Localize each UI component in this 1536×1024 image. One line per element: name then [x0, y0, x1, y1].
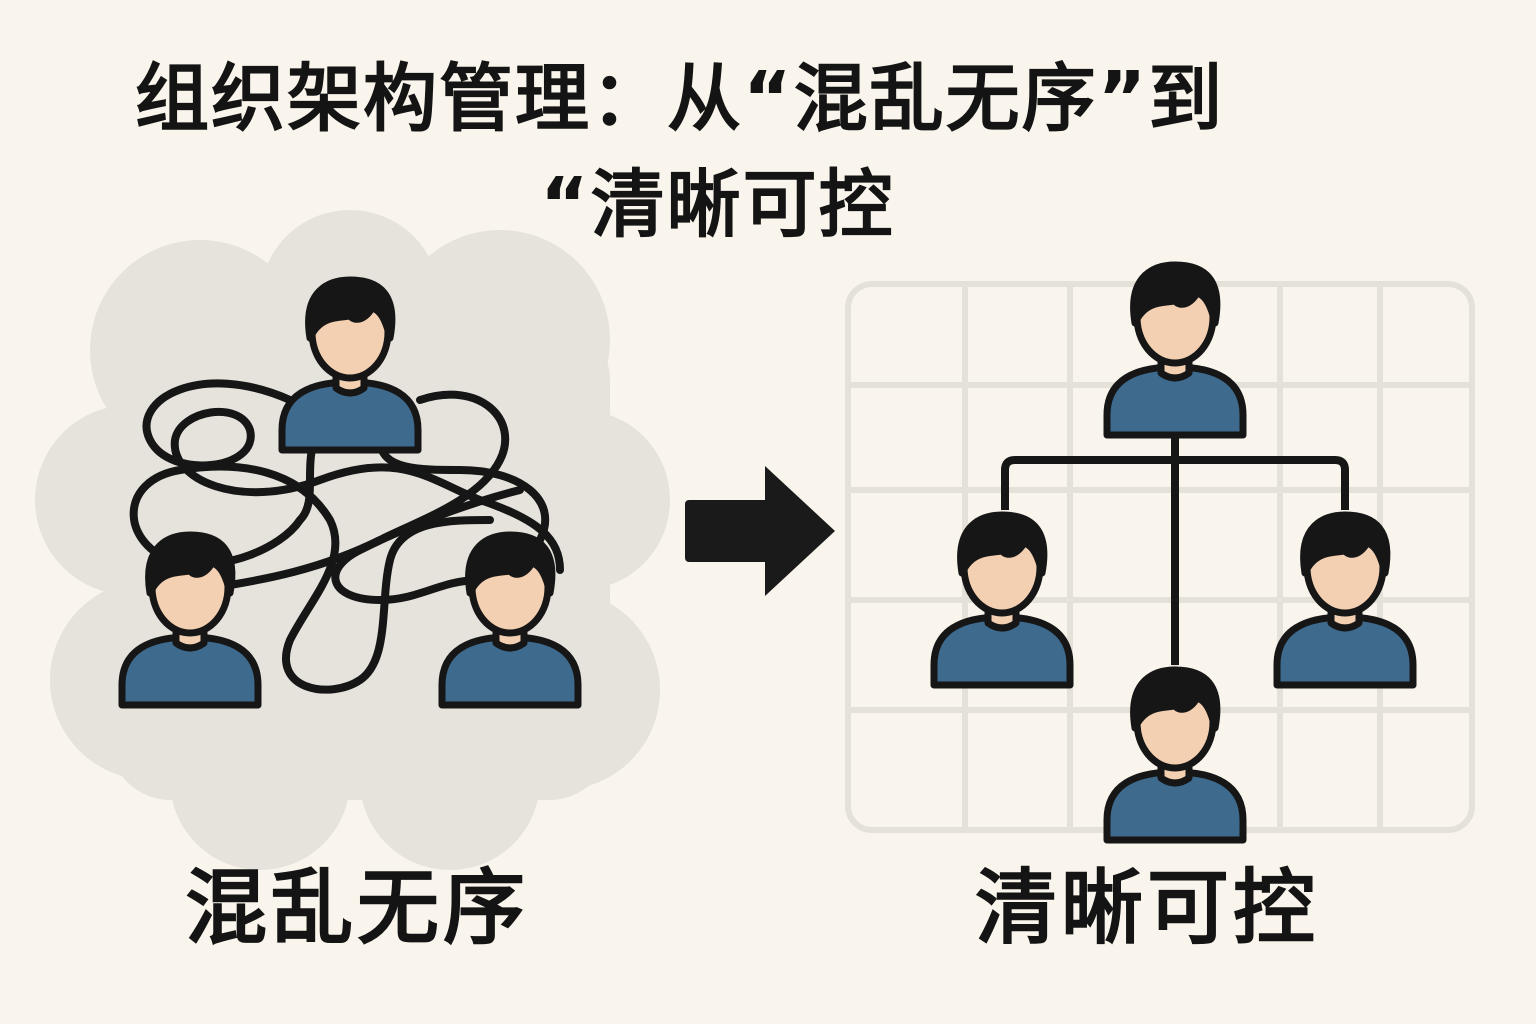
person-icon: [438, 531, 582, 709]
org-chart-connectors: [1001, 420, 1349, 665]
person-icon: [1103, 666, 1247, 844]
people: [118, 261, 1417, 844]
arrow-right-icon: [685, 466, 835, 596]
order-label: 清晰可控: [975, 861, 1320, 956]
person-icon: [1273, 511, 1417, 689]
chaos-label: 混乱无序: [185, 861, 530, 956]
title-line-1: 组织架构管理：从“混乱无序”到: [135, 56, 1225, 142]
person-icon: [930, 511, 1074, 689]
person-icon: [278, 276, 422, 454]
person-icon: [1103, 261, 1247, 439]
title-line-2: “清晰可控: [540, 162, 895, 248]
person-icon: [118, 531, 262, 709]
